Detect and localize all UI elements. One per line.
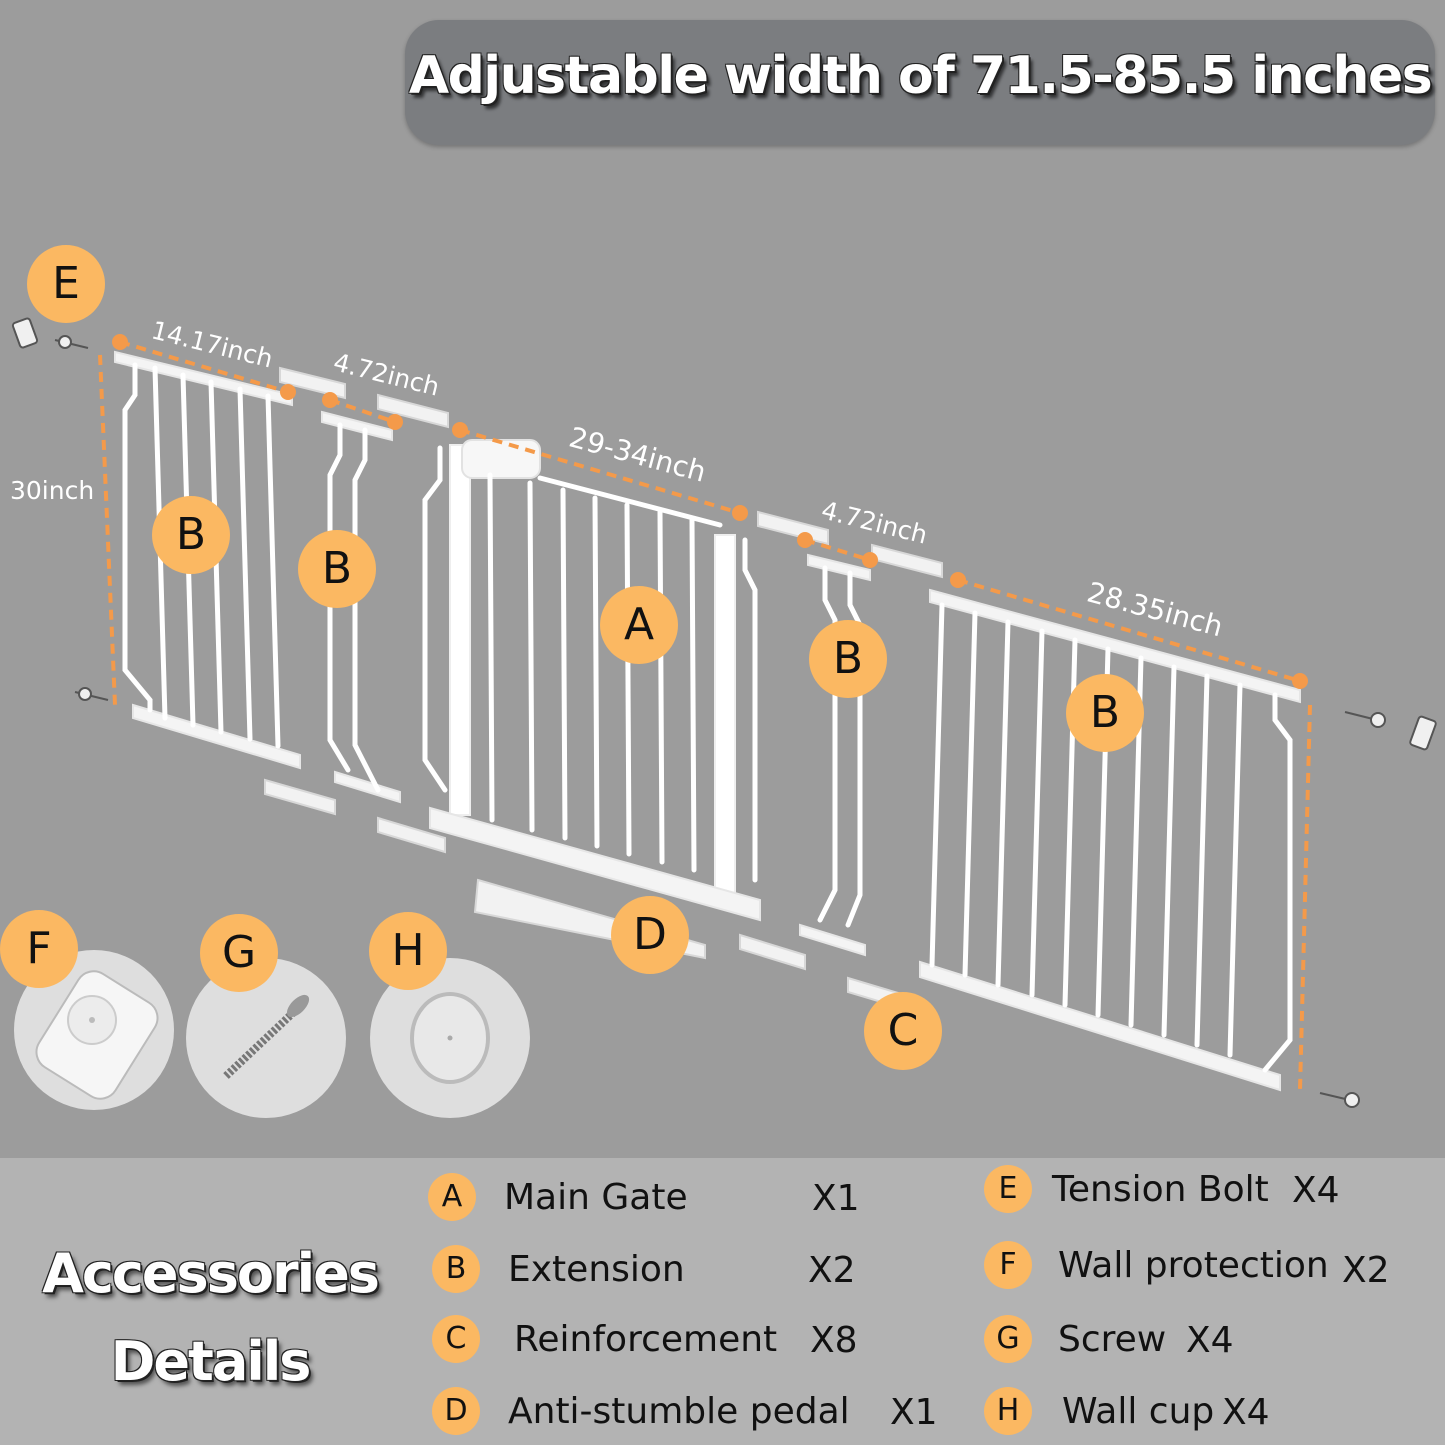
legend-name: Wall cup (1062, 1390, 1215, 1432)
legend-badge: G (984, 1315, 1032, 1363)
badge-b-small-left: B (298, 530, 376, 608)
dimension-lines (98, 340, 1312, 1091)
badge-a: A (600, 586, 678, 664)
legend-qty-e: X4 (1292, 1170, 1340, 1211)
badge-b-right: B (1066, 674, 1144, 752)
legend-qty-a: X1 (812, 1178, 860, 1219)
legend-item-h: H Wall cup (984, 1386, 1214, 1436)
page-title: Adjustable width of 71.5-85.5 inches (408, 46, 1433, 106)
legend-badge: C (432, 1315, 480, 1363)
screw-thumbnail (186, 958, 346, 1118)
legend-qty-d: X1 (890, 1392, 938, 1433)
main-gate-panel (422, 439, 761, 922)
legend-item-d: D Anti-stumble pedal (432, 1386, 850, 1436)
legend-item-g: G Screw (984, 1314, 1166, 1364)
screw-icon (223, 994, 310, 1079)
legend-name: Tension Bolt (1052, 1168, 1269, 1210)
badge-d: D (611, 896, 689, 974)
badge-h: H (369, 912, 447, 990)
gate-illustration (11, 317, 1437, 1108)
legend-badge: E (984, 1165, 1032, 1213)
small-extension-right (799, 553, 871, 957)
legend-qty-h: X4 (1222, 1392, 1270, 1433)
legend-badge: H (984, 1387, 1032, 1435)
title-banner: Adjustable width of 71.5-85.5 inches (405, 20, 1435, 145)
legend-item-f: F Wall protection (984, 1240, 1329, 1290)
badge-f: F (0, 910, 78, 988)
dimension-height: 30inch (10, 476, 95, 505)
dimension-dots (112, 334, 1308, 689)
legend-item-e: E Tension Bolt (984, 1164, 1269, 1214)
badge-b-left: B (152, 496, 230, 574)
legend-name: Extension (508, 1248, 685, 1290)
accessories-title-line1: Accessories (42, 1242, 380, 1305)
legend-badge: A (428, 1173, 476, 1221)
legend-badge: F (984, 1241, 1032, 1289)
legend-name: Wall protection (1058, 1244, 1329, 1286)
legend-qty-c: X8 (810, 1320, 858, 1361)
badge-c: C (864, 992, 942, 1070)
legend-qty-g: X4 (1186, 1320, 1234, 1361)
gate-diagram: 14.17inch 4.72inch 30inch 29-34inch 4.72… (0, 150, 1445, 1155)
tension-bolts (11, 317, 1437, 1108)
legend-item-c: C Reinforcement (432, 1314, 777, 1364)
wall-protection-icon (35, 970, 159, 1100)
legend-item-a: A Main Gate (428, 1172, 688, 1222)
wall-cup-icon (410, 992, 490, 1084)
legend-name: Main Gate (504, 1176, 688, 1218)
legend-qty-b: X2 (808, 1250, 856, 1291)
legend-name: Reinforcement (514, 1318, 778, 1360)
accessories-title: Accessories Details (10, 1230, 410, 1406)
badge-b-small-right: B (809, 620, 887, 698)
right-extension-panel (919, 588, 1301, 1092)
legend-badge: B (432, 1245, 480, 1293)
legend-name: Anti-stumble pedal (508, 1390, 850, 1432)
small-extension-left (321, 410, 401, 804)
accessories-title-line2: Details (110, 1330, 312, 1393)
badge-g: G (200, 914, 278, 992)
legend-qty-f: X2 (1342, 1250, 1390, 1291)
legend-badge: D (432, 1387, 480, 1435)
legend-name: Screw (1058, 1318, 1167, 1360)
legend-item-b: B Extension (432, 1244, 685, 1294)
accessories-panel: Accessories Details A Main Gate X1 B Ext… (0, 1158, 1445, 1445)
badge-e: E (27, 245, 105, 323)
